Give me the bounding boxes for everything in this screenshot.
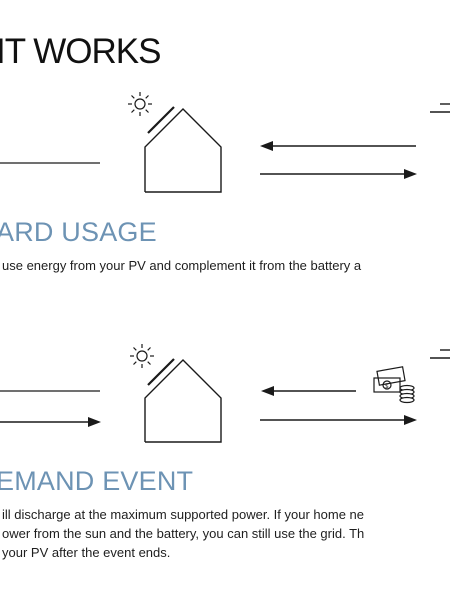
sun-icon <box>128 92 152 116</box>
section-heading-demand-event: EMAND EVENT <box>0 466 194 496</box>
grid-icon <box>430 349 450 359</box>
section-text-line: use energy from your PV and complement i… <box>2 258 362 273</box>
grid-icon <box>430 103 450 113</box>
svg-text:$: $ <box>385 383 389 390</box>
house-icon <box>144 358 222 443</box>
solar-panel <box>147 358 175 386</box>
section-text-line: ower from the sun and the battery, you c… <box>2 526 365 541</box>
arrow-right-icon <box>260 169 417 179</box>
house-icon <box>144 106 222 193</box>
arrow-right-icon <box>260 415 417 425</box>
section-text-line: your PV after the event ends. <box>2 545 171 560</box>
arrow-left-icon <box>261 386 356 396</box>
section-heading-standard-usage: ARD USAGE <box>0 217 157 247</box>
sun-icon <box>130 344 154 368</box>
section-text-line: ill discharge at the maximum supported p… <box>2 507 365 522</box>
arrow-right-icon <box>0 417 101 427</box>
page-title: IT WORKS <box>0 32 161 71</box>
arrow-left-icon <box>260 141 416 151</box>
solar-panel <box>147 106 175 134</box>
money-stack-icon: $ <box>373 366 415 404</box>
